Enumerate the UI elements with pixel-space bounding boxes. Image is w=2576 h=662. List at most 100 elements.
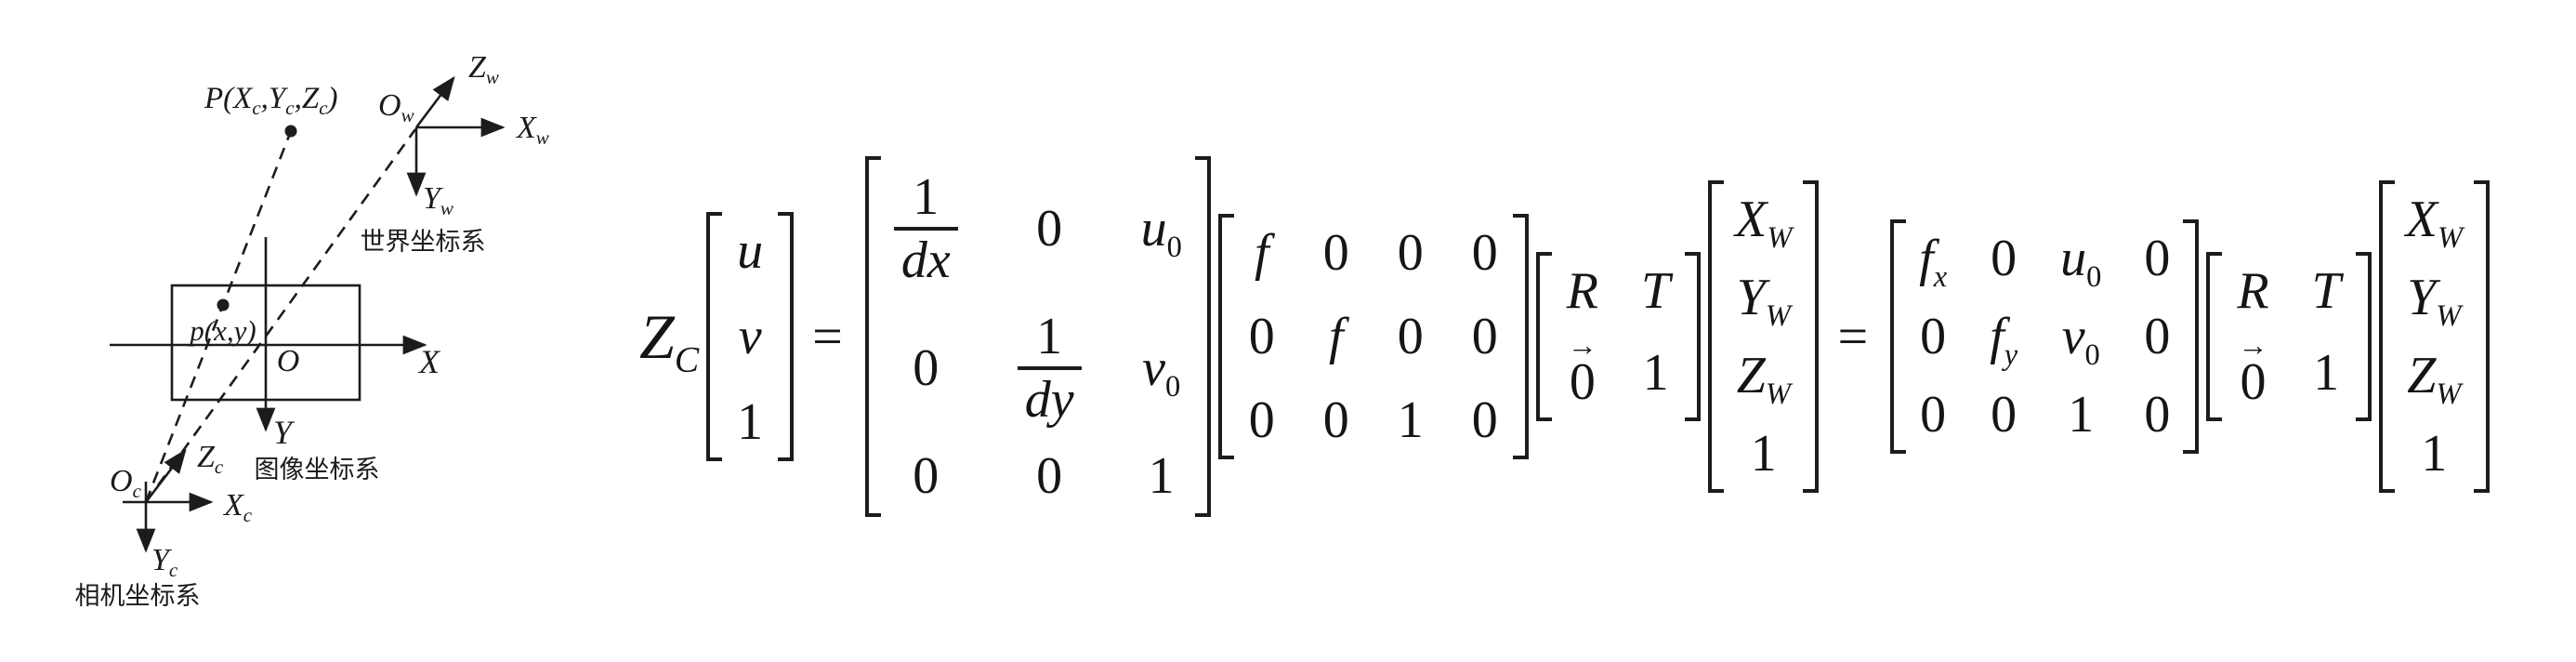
extrinsic-matrix: R T → 0 1 [1535,252,1702,421]
matrix-cell: fy [1990,308,2018,373]
matrix-cell: 1 [2313,344,2340,402]
world-point-vector: XW YW ZW 1 [1708,180,1820,493]
matrix-cell: 0 [913,447,940,505]
matrix-cell: v0 [1142,339,1181,404]
pixel-homogeneous-vector: u v 1 [706,212,795,461]
matrix-cell: 0 [1397,224,1424,282]
left-bracket [1217,214,1234,459]
right-bracket [2183,219,2200,454]
zero-vector-cell: → 0 [2238,328,2268,411]
intrinsic-matrix: fx 0 u0 0 0 fy v0 0 0 0 1 0 [1890,219,2200,454]
matrix-cell: T [1641,262,1671,321]
matrix-cell: T [2311,262,2341,321]
right-bracket [1803,180,1820,493]
matrix-cell: 0 [1471,391,1498,449]
matrix-cell: 0 [1397,308,1424,365]
matrix-cell: 0 [2144,308,2171,365]
left-bracket [1708,180,1725,493]
matrix-cell: 0 [2144,230,2171,287]
matrix-cell: 0 [2144,386,2171,444]
matrix-cell: v [738,308,762,365]
left-bracket [2206,252,2223,421]
camera-y-axis-label: Yc [151,543,178,581]
matrix-cell: 0 [1920,308,1947,365]
coordinate-systems-diagram: P(Xc,Yc,Zc) Ow Zw Xw Yw 世界坐标系 p(x,y) O X… [75,50,549,610]
matrix-cell: 0 [1248,308,1275,365]
matrix-cell: 0 [1471,224,1498,282]
image-system-label: 图像坐标系 [255,456,380,483]
image-y-axis-label: Y [273,414,296,451]
world-origin-label: Ow [378,88,414,126]
matrix-cell: 0 [1248,391,1275,449]
matrix-cell: 0 [1322,224,1349,282]
left-bracket [1535,252,1552,421]
right-bracket [1194,156,1211,517]
point-p-dot [217,298,230,311]
point-p-label: p(x,y) [188,314,256,347]
vector-arrow: → [1567,328,1597,363]
equals-sign: = [812,306,843,366]
matrix-cell: 0 [1036,200,1063,258]
right-bracket [1512,214,1529,459]
matrix-cell: R [1566,262,1599,321]
world-point-vector: XW YW ZW 1 [2378,180,2490,493]
matrix-cell: 0 [1322,391,1349,449]
world-x-axis-label: Xw [515,111,549,149]
camera-origin-label: Oc [110,464,142,502]
camera-z-axis-label: Zc [197,440,224,478]
matrix-cell: f [1255,224,1269,282]
matrix-cell: fx [1919,230,1948,295]
matrix-cell: 1 [1750,425,1777,483]
focal-length-matrix: f 0 0 0 0 f 0 0 0 0 1 0 [1217,214,1529,459]
projection-equation: ZC u v 1 = 1 dx 0 u0 0 [639,127,2490,546]
right-bracket [1685,252,1702,421]
matrix-cell: 0 [1036,447,1063,505]
world-y-axis-label: Yw [423,181,453,219]
left-bracket [2378,180,2395,493]
zero-vector-cell: → 0 [1567,328,1597,411]
matrix-cell: 0 [1471,308,1498,365]
matrix-cell: XW [1735,191,1793,256]
extrinsic-matrix: R T → 0 1 [2206,252,2372,421]
matrix-cell: ZW [1736,347,1791,412]
camera-system-label: 相机坐标系 [75,582,201,610]
matrix-cell: 1 [737,393,764,451]
right-bracket [2474,180,2490,493]
matrix-cell: f [1329,308,1344,365]
matrix-cell: 0 [1991,386,2017,444]
matrix-cell: 0 [913,339,940,397]
matrix-cell: u [737,222,764,280]
matrix-cell: 0 [1991,230,2017,287]
vector-arrow: → [2238,328,2268,363]
ray-Oc-to-Ow [144,128,417,503]
matrix-cell: 1 dy [1017,311,1082,426]
left-bracket [706,212,723,461]
left-bracket [864,156,881,517]
left-bracket [1890,219,1907,454]
pixel-size-matrix: 1 dx 0 u0 0 1 dy v0 0 0 1 [864,156,1211,517]
matrix-cell: u0 [1140,200,1182,265]
matrix-cell: ZW [2407,347,2462,412]
equals-sign: = [1837,306,1869,366]
right-bracket [778,212,795,461]
world-system-label: 世界坐标系 [361,228,486,256]
matrix-cell: 1 [1642,344,1669,402]
point-P-dot [284,125,297,138]
point-P-label: P(Xc,Yc,Zc) [204,82,338,119]
matrix-cell: R [2237,262,2269,321]
matrix-cell: 0 [1920,386,1947,444]
matrix-cell: 1 [2421,425,2448,483]
matrix-cell: 1 [1148,447,1175,505]
image-origin-label: O [277,344,300,378]
matrix-cell: XW [2405,191,2463,256]
matrix-cell: YW [2407,269,2462,334]
camera-x-axis-label: Xc [222,488,253,526]
matrix-cell: 1 [1397,391,1424,449]
matrix-cell: 1 dx [893,171,958,286]
ray-Oc-to-P [144,130,293,503]
right-bracket [2355,252,2372,421]
image-x-axis-label: X [417,343,441,380]
world-z-axis-line [414,75,455,128]
depth-coefficient: ZC [639,301,700,380]
